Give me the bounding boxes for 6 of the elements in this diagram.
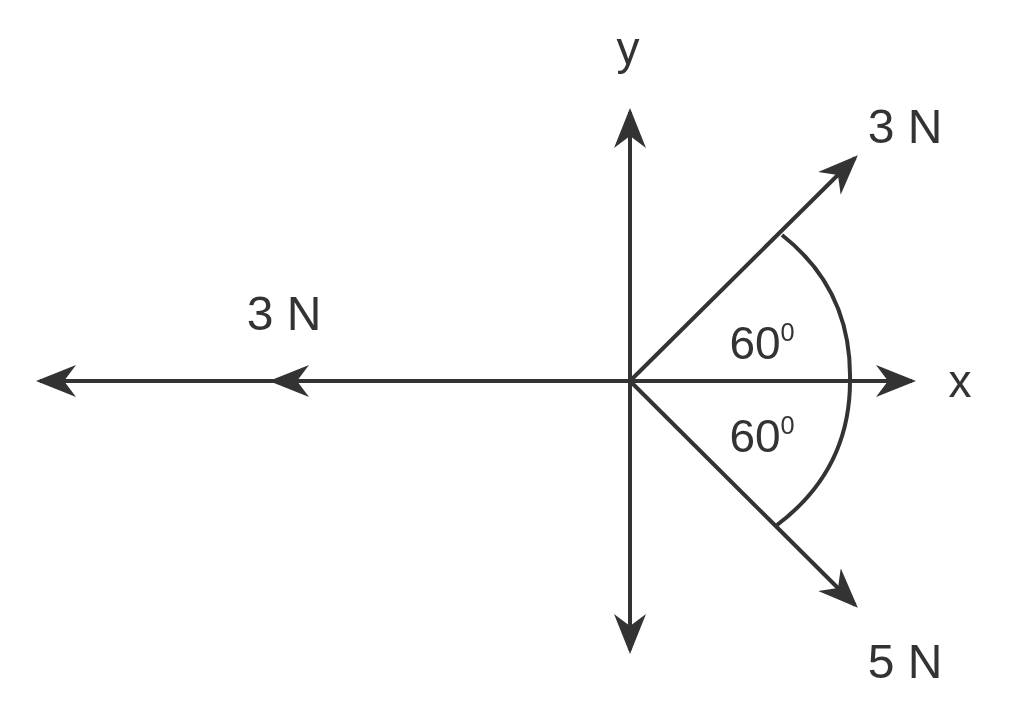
force-label: 3 N: [867, 103, 943, 151]
angle-label: 60$^{0}$: [729, 319, 795, 367]
force-label: 5 N: [867, 638, 943, 686]
force-label: 3 N: [246, 290, 322, 338]
angle-label: 60$^{0}$: [729, 412, 795, 460]
axis-label: x: [948, 358, 972, 404]
